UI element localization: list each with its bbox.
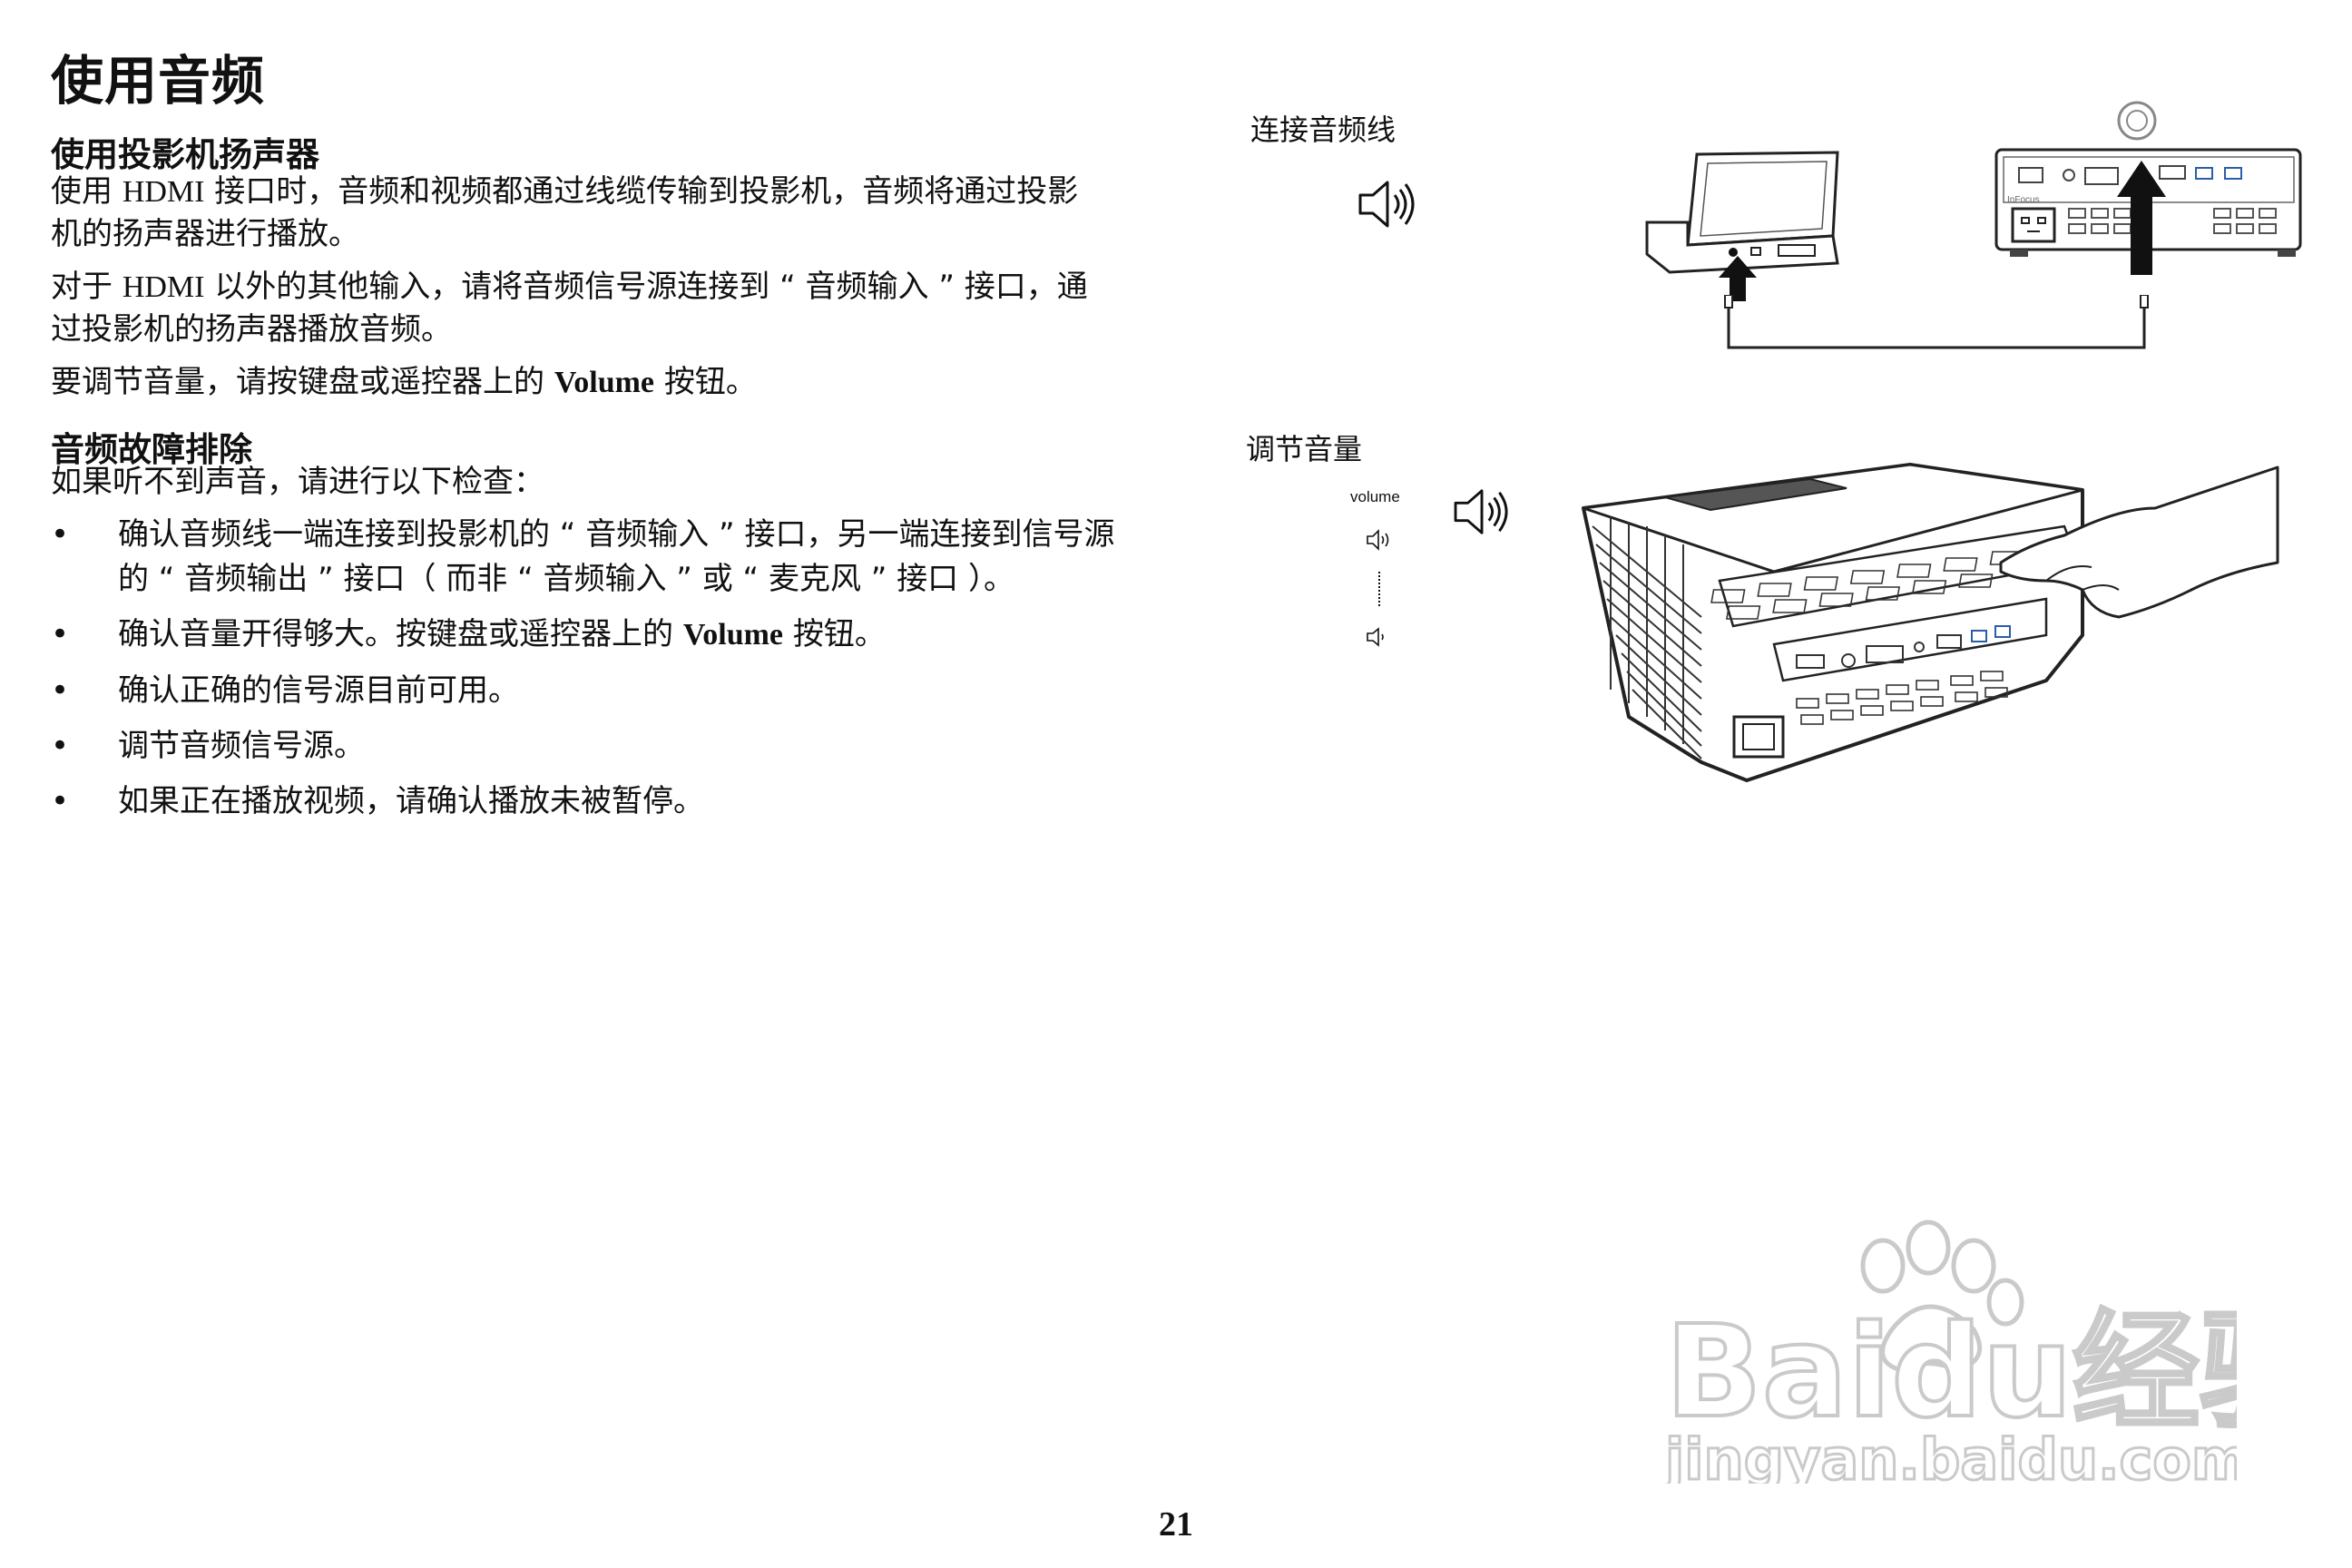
list-item: • 调节音频信号源。	[51, 724, 1158, 769]
svg-text:Baidu经验: Baidu经验	[1665, 1298, 2237, 1446]
paw-icon	[1860, 1220, 2024, 1373]
bullet-marker: •	[51, 672, 70, 709]
svg-text:InFocus: InFocus	[2007, 195, 2040, 205]
list-item: • 如果正在播放视频，请确认播放未被暂停。	[51, 779, 1158, 825]
list-item: • 确认音频线一端连接到投影机的 “ 音频输入 ” 接口，另一端连接到信号源 的…	[51, 513, 1158, 603]
volume-label: volume	[1350, 488, 1400, 505]
list-item: • 确认正确的信号源目前可用。	[51, 669, 1158, 714]
figure-caption-adjust: 调节音量	[1246, 432, 1363, 466]
paragraph-volume: 要调节音量，请按键盘或遥控器上的 Volume 按钮。	[51, 364, 757, 400]
section-heading-speaker: 使用投影机扬声器	[51, 135, 319, 174]
paragraph-other-inputs: 对于 HDMI 以外的其他输入，请将音频信号源连接到 “ 音频输入 ” 接口，通…	[51, 269, 1088, 348]
speaker-icon	[1358, 181, 1415, 228]
speaker-icon	[1454, 489, 1508, 534]
troubleshooting-intro: 如果听不到声音，请进行以下检查：	[51, 464, 544, 500]
list-item: • 确认音量开得够大。按键盘或遥控器上的 Volume 按钮。	[51, 612, 1158, 658]
section-heading-troubleshooting: 音频故障排除	[51, 430, 252, 469]
arrow-up-icon	[2117, 161, 2166, 275]
page-title: 使用音频	[51, 50, 266, 112]
svg-text:jingyan.baidu.com: jingyan.baidu.com	[1665, 1426, 2237, 1484]
volume-up-icon	[1367, 529, 1389, 551]
volume-down-icon	[1367, 627, 1384, 647]
laptop-illustration	[1645, 151, 1839, 274]
volume-level-dots	[1378, 572, 1380, 606]
page-number: 21	[1159, 1505, 1193, 1544]
baidu-jingyan-watermark: Baidu经验 jingyan.baidu.com	[1665, 1220, 2237, 1484]
bullet-marker: •	[51, 516, 70, 553]
figure-caption-connect: 连接音频线	[1250, 113, 1396, 147]
bullet-marker: •	[51, 783, 70, 819]
arrow-up-icon	[1719, 256, 1757, 301]
bullet-marker: •	[51, 728, 70, 764]
audio-cable-illustration	[1724, 295, 2149, 349]
projector-keypad-illustration	[1582, 463, 2279, 782]
paragraph-hdmi: 使用 HDMI 接口时，音频和视频都通过线缆传输到投影机，音频将通过投影 机的扬…	[51, 173, 1079, 252]
bullet-marker: •	[51, 616, 70, 652]
